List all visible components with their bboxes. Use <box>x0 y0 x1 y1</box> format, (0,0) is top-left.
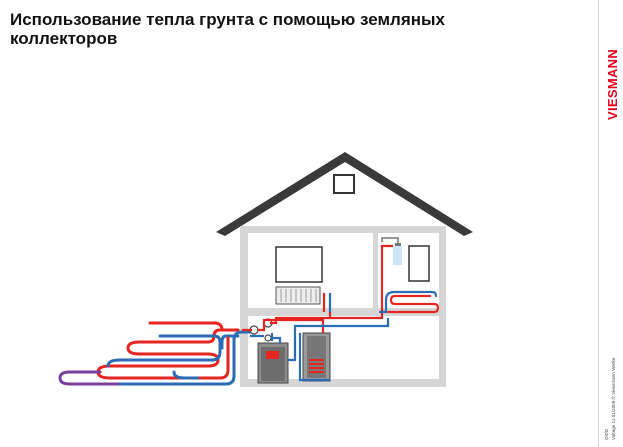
brand-divider <box>598 0 599 447</box>
page-title: Использование тепла грунта с помощью зем… <box>10 10 570 48</box>
viessmann-logo: VIESMANN <box>606 10 620 120</box>
shower-icon <box>381 237 402 265</box>
title-line-2: коллекторов <box>10 29 118 48</box>
title-line-1: Использование тепла грунта с помощью зем… <box>10 10 446 29</box>
ground-collector-icon <box>58 321 252 386</box>
brand-wordmark: VIESMANN <box>606 49 620 120</box>
hot-water-tank-icon <box>302 332 331 382</box>
room-window <box>275 246 323 283</box>
riser-pipes <box>322 244 393 328</box>
footer-info: Voltage 11 01/2009 © Viessmann Werke Ort… <box>600 320 622 442</box>
heat-pump-unit-icon <box>257 342 289 384</box>
geothermal-diagram <box>58 152 473 387</box>
basement-pipes <box>242 311 335 382</box>
footer-line-1: Voltage 11 01/2009 © Viessmann Werke <box>610 357 616 440</box>
radiator-icon <box>275 286 321 305</box>
footer-line-2: Ort/G <box>604 428 609 440</box>
underfloor-heating-icon <box>378 290 440 314</box>
valve-icon <box>264 334 272 342</box>
attic-window <box>333 174 355 194</box>
bathroom-window <box>408 245 430 282</box>
